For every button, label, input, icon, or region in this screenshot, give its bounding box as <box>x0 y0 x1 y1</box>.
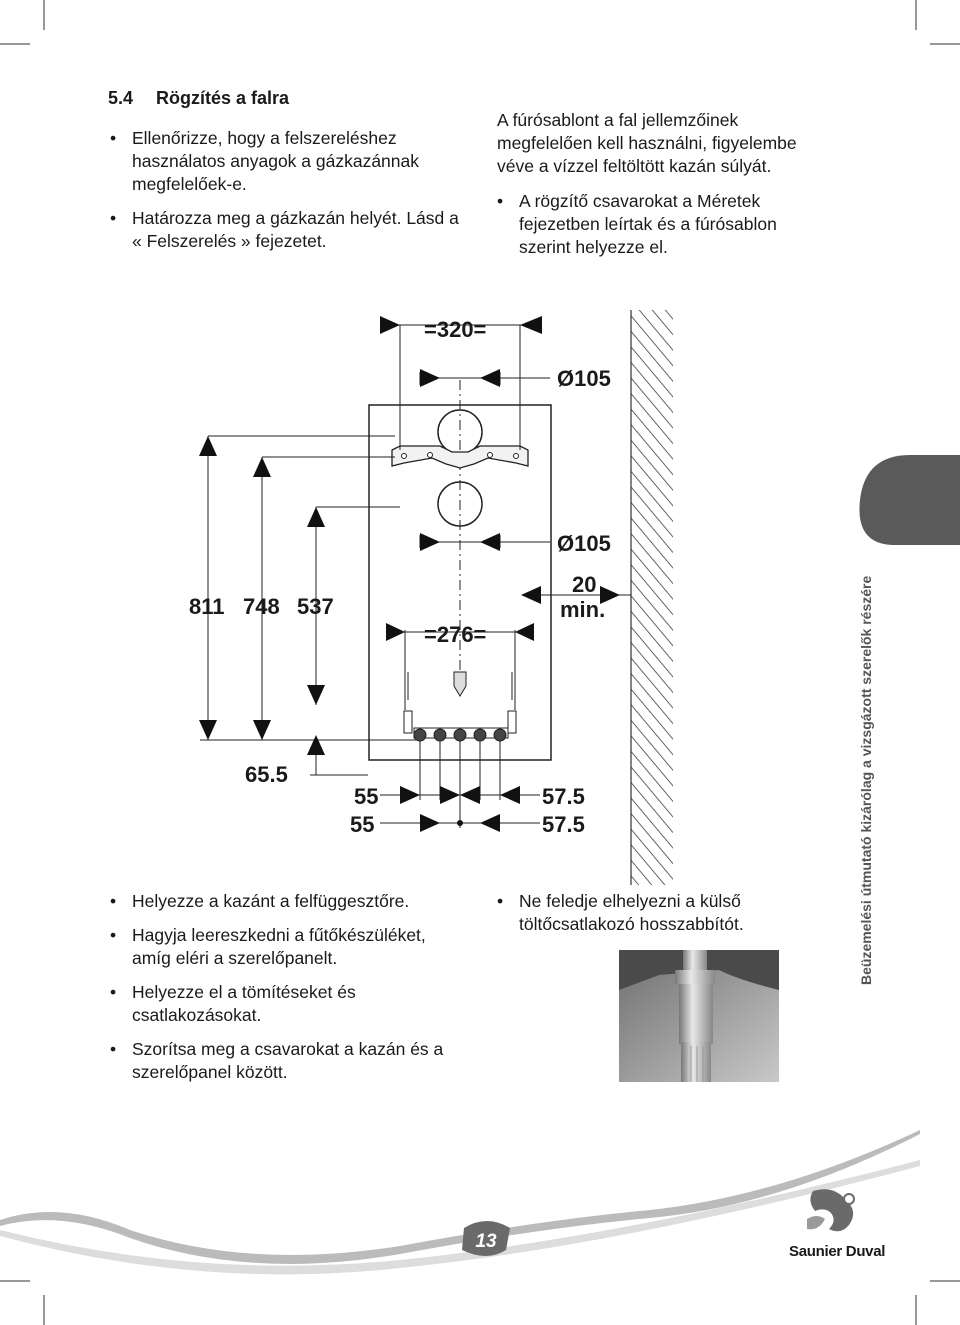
footer-swoosh <box>0 1130 920 1275</box>
right-bottom-list: Ne feledje elhelyezni a külső töltőcsatl… <box>497 890 787 947</box>
dim-width-top: =320= <box>424 317 486 342</box>
dim-min-gap: 20 <box>572 572 596 597</box>
right-top-list: A rögzítő csavarokat a Méretek fejezetbe… <box>497 190 817 270</box>
left-bottom-list: Helyezze a kazánt a felfüggesztőre. Hagy… <box>110 890 460 1095</box>
section-title: Rögzítés a falra <box>156 88 290 108</box>
dim-height-bottom: 65.5 <box>245 762 288 787</box>
dim-left-55-b: 55 <box>350 812 374 837</box>
dim-height-748: 748 <box>243 594 280 619</box>
list-item: Szorítsa meg a csavarokat a kazán és a s… <box>110 1038 460 1084</box>
page-number: 13 <box>475 1231 497 1252</box>
list-item: Hagyja leereszkedni a fűtőkészüléket, am… <box>110 924 460 970</box>
mounting-bracket <box>391 445 529 469</box>
list-item: Ne feledje elhelyezni a külső töltőcsatl… <box>497 890 787 936</box>
saunier-duval-logo-icon <box>807 1189 855 1232</box>
list-item: A rögzítő csavarokat a Méretek fejezetbe… <box>497 190 817 259</box>
list-item: Helyezze el a tömítéseket és csatlakozás… <box>110 981 460 1027</box>
dim-right-57-b: 57.5 <box>542 812 585 837</box>
dim-width-mid: =276= <box>424 622 486 647</box>
right-paragraph: A fúrósablont a fal jellemzőinek megfele… <box>497 110 797 176</box>
section-heading: 5.4 Rögzítés a falra <box>108 88 289 109</box>
fill-connector-photo <box>619 950 779 1082</box>
section-number: 5.4 <box>108 88 134 108</box>
dim-min-label: min. <box>560 597 605 622</box>
wall-hatch <box>630 310 673 885</box>
side-note: Beüzemelési útmutató kizárólag a vizsgáz… <box>858 575 874 985</box>
dimension-arrowheads <box>199 316 620 832</box>
list-item: Ellenőrizze, hogy a felszereléshez haszn… <box>110 127 460 196</box>
dim-diameter-top: Ø105 <box>557 366 611 391</box>
left-top-list: Ellenőrizze, hogy a felszereléshez haszn… <box>110 127 460 264</box>
side-tab-shape <box>859 455 960 545</box>
dim-height-811: 811 <box>189 594 225 619</box>
hydraulic-connections <box>403 671 517 742</box>
list-item: Határozza meg a gázkazán helyét. Lásd a … <box>110 207 460 253</box>
dim-right-57-a: 57.5 <box>542 784 585 809</box>
brand-name: Saunier Duval <box>789 1243 886 1260</box>
dim-diameter-mid: Ø105 <box>557 531 611 556</box>
dim-height-537: 537 <box>297 594 334 619</box>
dim-left-55-a: 55 <box>354 784 378 809</box>
list-item: Helyezze a kazánt a felfüggesztőre. <box>110 890 460 913</box>
